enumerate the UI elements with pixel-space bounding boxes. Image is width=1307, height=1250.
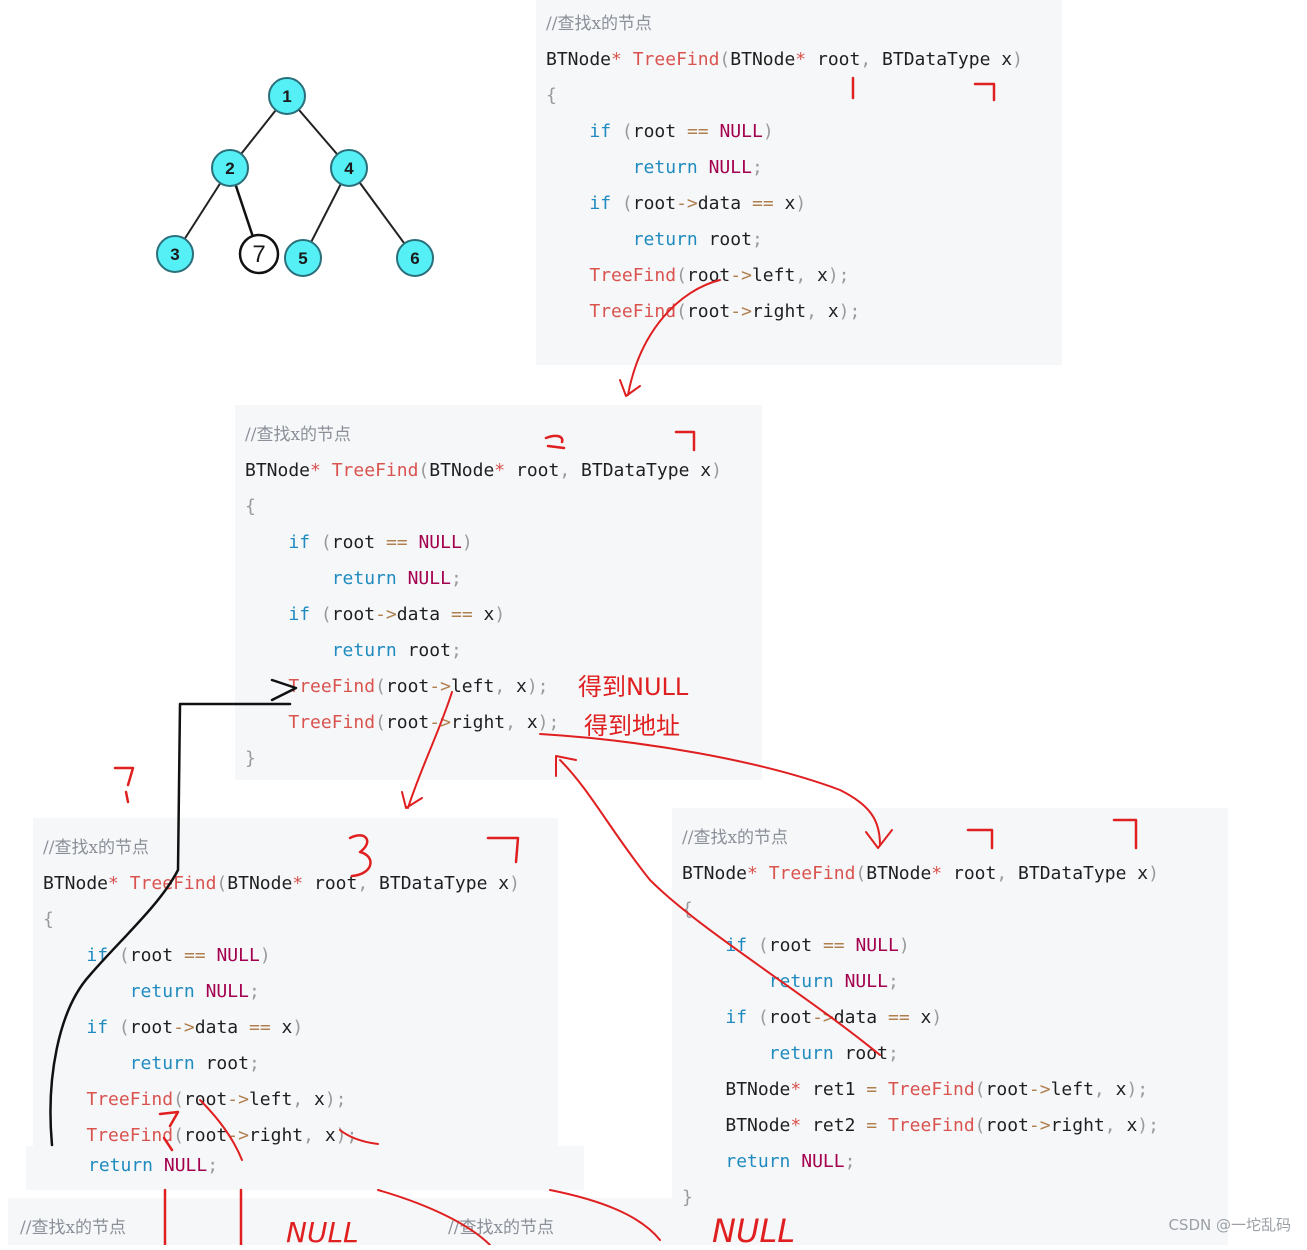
code-block-call-4: //查找x的节点 BTNode* TreeFind(BTNode* root, … — [672, 808, 1228, 1245]
svg-text:7: 7 — [252, 241, 265, 268]
annotation-get-null: 得到NULL — [578, 673, 689, 701]
code-block-call-5-partial: //查找x的节点 — [8, 1198, 438, 1245]
svg-text:2: 2 — [225, 159, 234, 178]
tree-node-3: 3 — [156, 235, 194, 273]
svg-text:6: 6 — [410, 249, 419, 268]
svg-text:5: 5 — [298, 249, 307, 268]
svg-text:3: 3 — [170, 245, 179, 264]
annotation-null-bottom-right: NULL — [712, 1212, 796, 1250]
tree-node-7: 7 — [238, 233, 280, 275]
annotation-null-bottom-left: NULL — [286, 1216, 359, 1249]
svg-text:1: 1 — [282, 87, 291, 106]
code-block-call-2: //查找x的节点 BTNode* TreeFind(BTNode* root, … — [235, 405, 762, 780]
binary-tree-diagram: 1 2 4 3 7 5 6 — [156, 77, 434, 277]
tree-node-2: 2 — [211, 149, 249, 187]
code-block-call-3-return: return NULL; — [26, 1146, 584, 1190]
tree-node-4: 4 — [330, 149, 368, 187]
code-comment: //查找x的节点 — [546, 14, 653, 34]
tree-node-6: 6 — [396, 239, 434, 277]
code-block-call-1: //查找x的节点 BTNode* TreeFind(BTNode* root, … — [536, 0, 1062, 365]
svg-text:4: 4 — [344, 159, 354, 178]
code-block-call-3: //查找x的节点 BTNode* TreeFind(BTNode* root, … — [33, 818, 558, 1158]
tree-node-5: 5 — [284, 239, 322, 277]
footer-watermark: CSDN @一坨乱码 — [1168, 1216, 1291, 1234]
tree-node-1: 1 — [268, 77, 306, 115]
annotation-get-address: 得到地址 — [584, 712, 680, 740]
